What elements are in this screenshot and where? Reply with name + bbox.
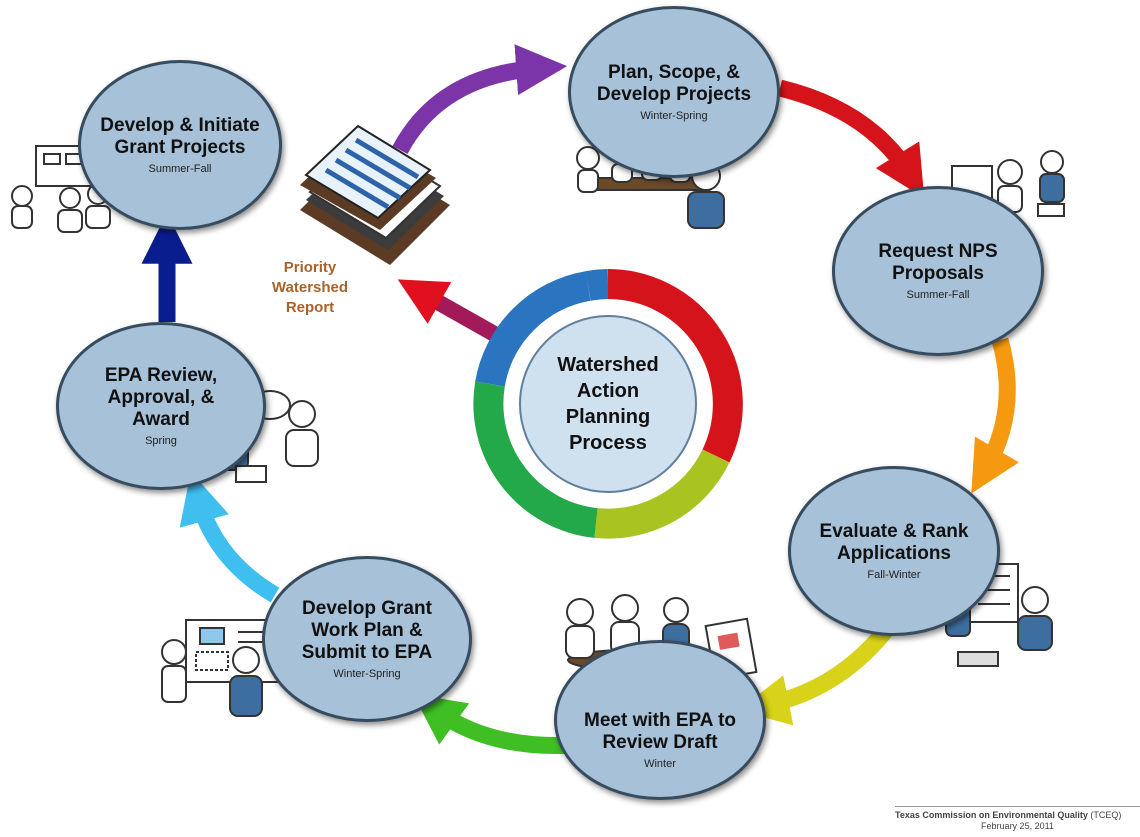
- step-title: Evaluate & Rank Applications: [819, 521, 969, 564]
- step-epa-review-approval: EPA Review, Approval, & Award Spring: [56, 322, 266, 490]
- center-hub: Watershed Action Planning Process: [520, 316, 696, 492]
- step-season: Winter-Spring: [640, 110, 708, 122]
- step-season: Spring: [145, 435, 177, 447]
- report-stack-icon: [300, 124, 450, 265]
- step-title: Develop & Initiate Grant Projects: [100, 115, 260, 158]
- arrow-plan-to-request: [777, 79, 925, 199]
- arrow-evaluate-to-meet: [738, 619, 897, 726]
- step-evaluate-rank: Evaluate & Rank Applications Fall-Winter: [788, 466, 1000, 636]
- footer-abbr: (TCEQ): [1090, 810, 1122, 820]
- step-title: Request NPS Proposals: [878, 241, 998, 284]
- arrow-meet-to-workplan: [412, 694, 576, 755]
- arrow-request-to-evaluate: [971, 337, 1020, 494]
- step-meet-with-epa: Meet with EPA to Review Draft Winter: [554, 640, 766, 800]
- step-develop-grant-work-plan: Develop Grant Work Plan & Submit to EPA …: [262, 556, 472, 722]
- step-title: Plan, Scope, & Develop Projects: [596, 62, 752, 105]
- step-develop-initiate-grant: Develop & Initiate Grant Projects Summer…: [78, 60, 282, 230]
- center-ring: [473, 269, 743, 539]
- step-request-nps-proposals: Request NPS Proposals Summer-Fall: [832, 186, 1044, 356]
- priority-watershed-report-label: Priority Watershed Report: [271, 259, 349, 316]
- center-title: Watershed Action Planning Process: [557, 354, 659, 454]
- step-title: EPA Review, Approval, & Award: [104, 365, 218, 430]
- arrow-report-to-plan: [392, 44, 568, 155]
- footer-org: Texas Commission on Environmental Qualit…: [895, 810, 1088, 820]
- step-season: Winter: [644, 758, 676, 770]
- footer-credit: Texas Commission on Environmental Qualit…: [895, 806, 1140, 832]
- step-season: Summer-Fall: [148, 163, 212, 175]
- arrow-workplan-to-review: [179, 471, 280, 603]
- step-title: Develop Grant Work Plan & Submit to EPA: [301, 598, 433, 663]
- step-plan-scope-develop: Plan, Scope, & Develop Projects Winter-S…: [568, 6, 780, 178]
- footer-date: February 25, 2011: [981, 821, 1054, 831]
- people-illustration-request: [931, 150, 1065, 221]
- arrow-center-to-report: [397, 279, 509, 347]
- step-title: Meet with EPA to Review Draft: [584, 710, 736, 753]
- step-season: Winter-Spring: [333, 668, 401, 680]
- step-season: Fall-Winter: [867, 569, 921, 581]
- step-season: Summer-Fall: [906, 289, 970, 301]
